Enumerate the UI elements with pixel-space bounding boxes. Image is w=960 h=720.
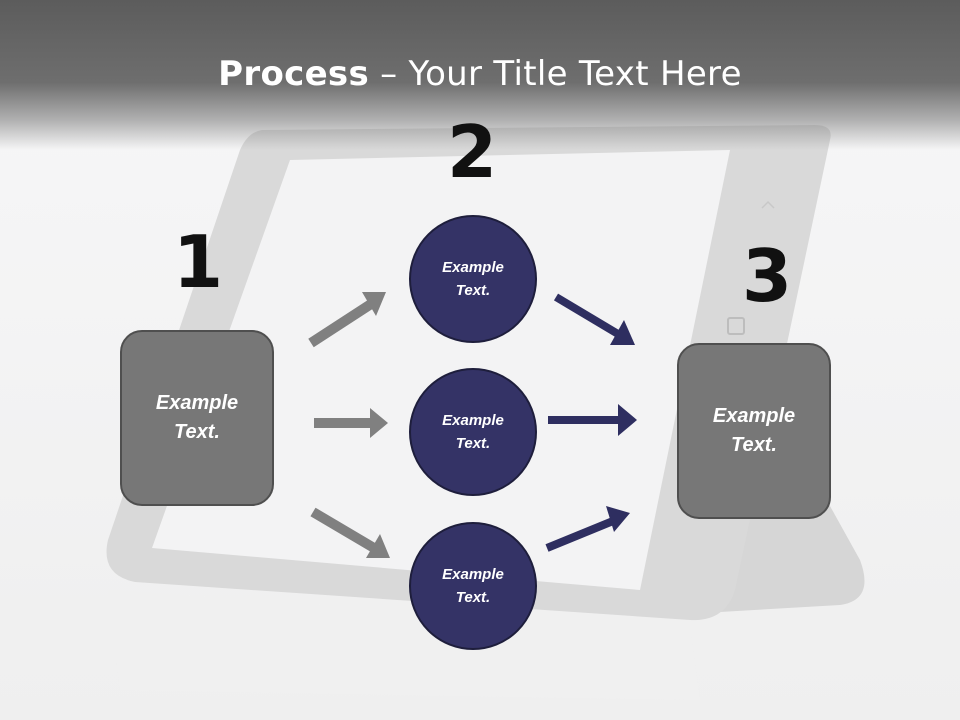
left-box-text-line2: Text. bbox=[174, 421, 220, 443]
title-bar bbox=[0, 0, 960, 150]
step-number-3: 3 bbox=[741, 234, 793, 318]
circle-bottom-text-line2: Text. bbox=[455, 589, 491, 606]
navy-arrow-down-right[interactable] bbox=[553, 293, 635, 345]
right-box-text-line2: Text. bbox=[731, 434, 777, 456]
gray-arrow-up-right[interactable] bbox=[308, 292, 386, 348]
title-bold-part: Process bbox=[218, 54, 370, 94]
circle-middle-text-line2: Text. bbox=[455, 435, 491, 452]
title-rest-part: – Your Title Text Here bbox=[369, 54, 742, 94]
right-box-text-line1: Example bbox=[712, 405, 796, 427]
step-number-2: 2 bbox=[446, 110, 498, 194]
circle-middle-text-line1: Example bbox=[442, 412, 504, 429]
gray-arrow-down-right[interactable] bbox=[310, 507, 390, 558]
step-number-1: 1 bbox=[172, 220, 224, 304]
gray-arrow-right[interactable] bbox=[314, 408, 388, 438]
circle-top-text-line2: Text. bbox=[455, 282, 491, 299]
circle-top-text-line1: Example bbox=[442, 259, 504, 276]
slide-title[interactable]: Process – Your Title Text Here bbox=[0, 54, 960, 94]
left-box-text-line1: Example bbox=[155, 392, 239, 414]
navy-arrow-up-right[interactable] bbox=[545, 506, 630, 552]
circle-bottom-text-line1: Example bbox=[442, 566, 504, 583]
navy-arrow-right[interactable] bbox=[548, 404, 637, 436]
